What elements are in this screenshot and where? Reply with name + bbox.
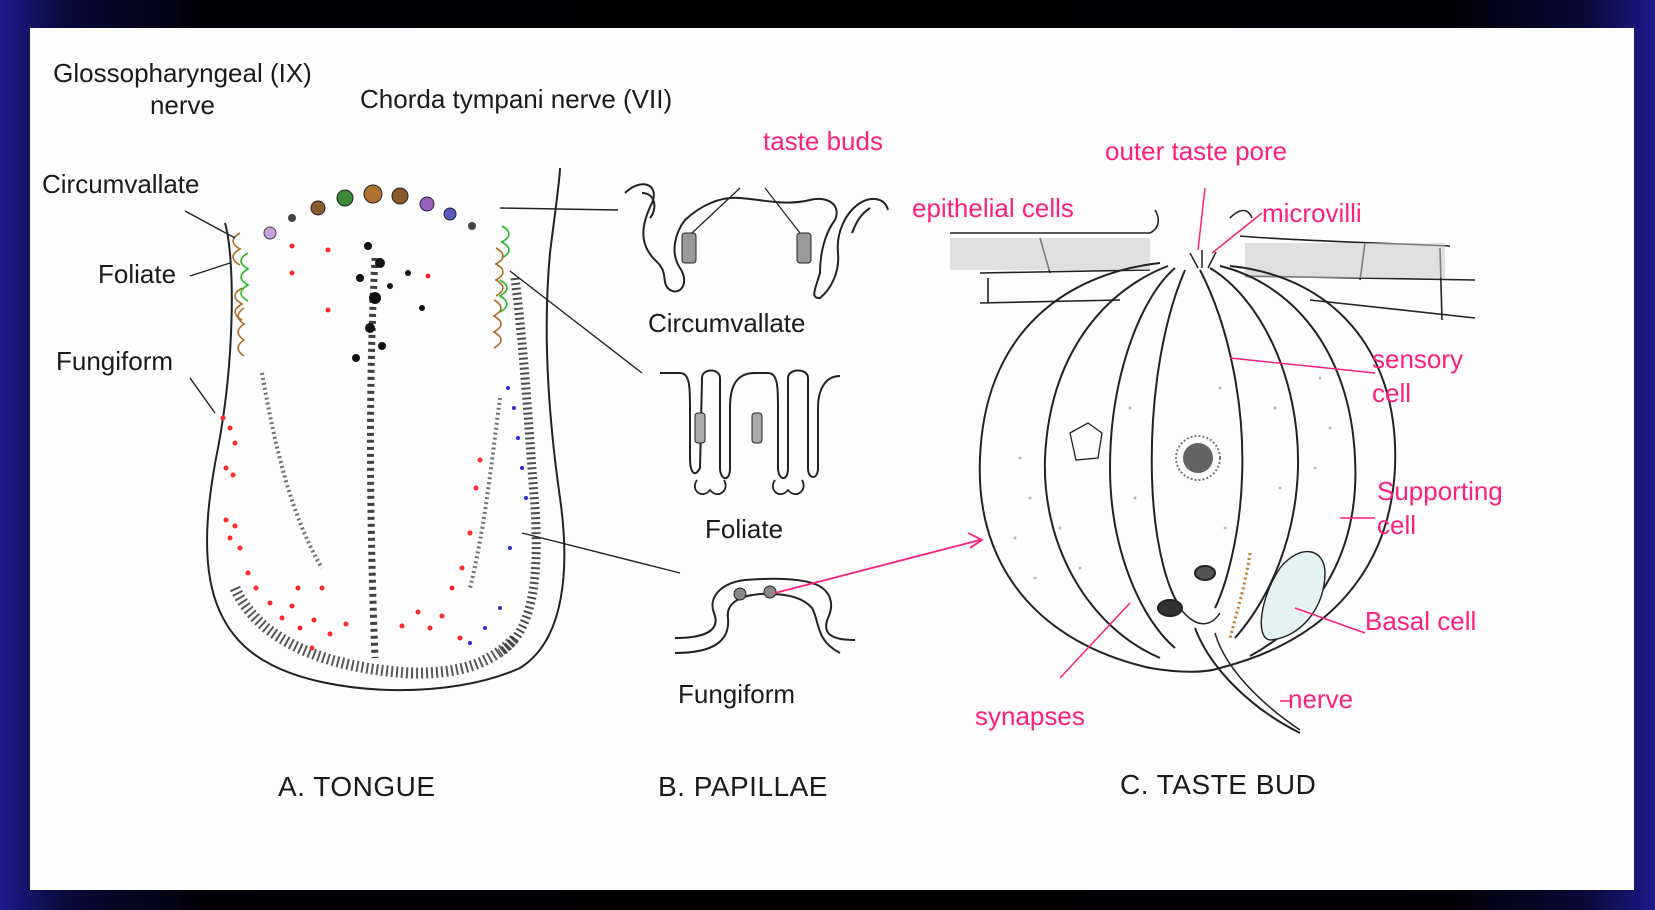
fungiform-tongue-label: Fungiform (56, 348, 173, 374)
circumvallate-tongue-label: Circumvallate (42, 171, 200, 197)
papillae-drawings (625, 184, 982, 653)
foliate-papilla-label: Foliate (705, 516, 783, 542)
foliate-tongue-label: Foliate (98, 261, 176, 287)
circumvallate-papilla (625, 184, 888, 298)
sensory-cell-line2: cell (1372, 380, 1463, 406)
nerve-label: nerve (1288, 686, 1353, 712)
tongue-leaders (185, 208, 680, 573)
glossopharyngeal-line2: nerve (30, 92, 335, 118)
fungiform-papilla (675, 579, 855, 653)
taste-bud-drawing (950, 210, 1475, 733)
basal-cell-label: Basal cell (1365, 608, 1476, 634)
circumvallate-papilla-label: Circumvallate (648, 310, 806, 336)
glossopharyngeal-label: Glossopharyngeal (IX) nerve (30, 60, 335, 118)
papillae-caption: B. PAPILLAE (658, 773, 828, 801)
tongue-caption: A. TONGUE (278, 773, 436, 801)
synapses-label: synapses (975, 703, 1085, 729)
chorda-tympani-label: Chorda tympani nerve (VII) (360, 86, 672, 112)
epithelial-cells-label: epithelial cells (912, 195, 1074, 221)
glossopharyngeal-line1: Glossopharyngeal (IX) (30, 60, 335, 86)
sensory-cell-label: sensory cell (1372, 346, 1463, 406)
tongue-drawing (207, 168, 564, 690)
tongue-stipple (352, 242, 425, 362)
fungiform-papilla-label: Fungiform (678, 681, 795, 707)
diagram-panel: Glossopharyngeal (IX) nerve Chorda tympa… (30, 28, 1634, 890)
microvilli-label: microvilli (1262, 200, 1362, 226)
circumvallate-papillae-row (264, 185, 476, 239)
supporting-cell-line2: cell (1377, 512, 1503, 538)
diagram-drawing (30, 28, 1634, 890)
taste-bud-caption: C. TASTE BUD (1120, 771, 1316, 799)
fungiform-red-dots (221, 244, 483, 651)
supporting-cell-line1: Supporting (1377, 478, 1503, 504)
foliate-papilla (660, 371, 840, 495)
sensory-cell-line1: sensory (1372, 346, 1463, 372)
taste-buds-label: taste buds (763, 128, 883, 154)
supporting-cell-label: Supporting cell (1377, 478, 1503, 538)
outer-taste-pore-label: outer taste pore (1105, 138, 1287, 164)
